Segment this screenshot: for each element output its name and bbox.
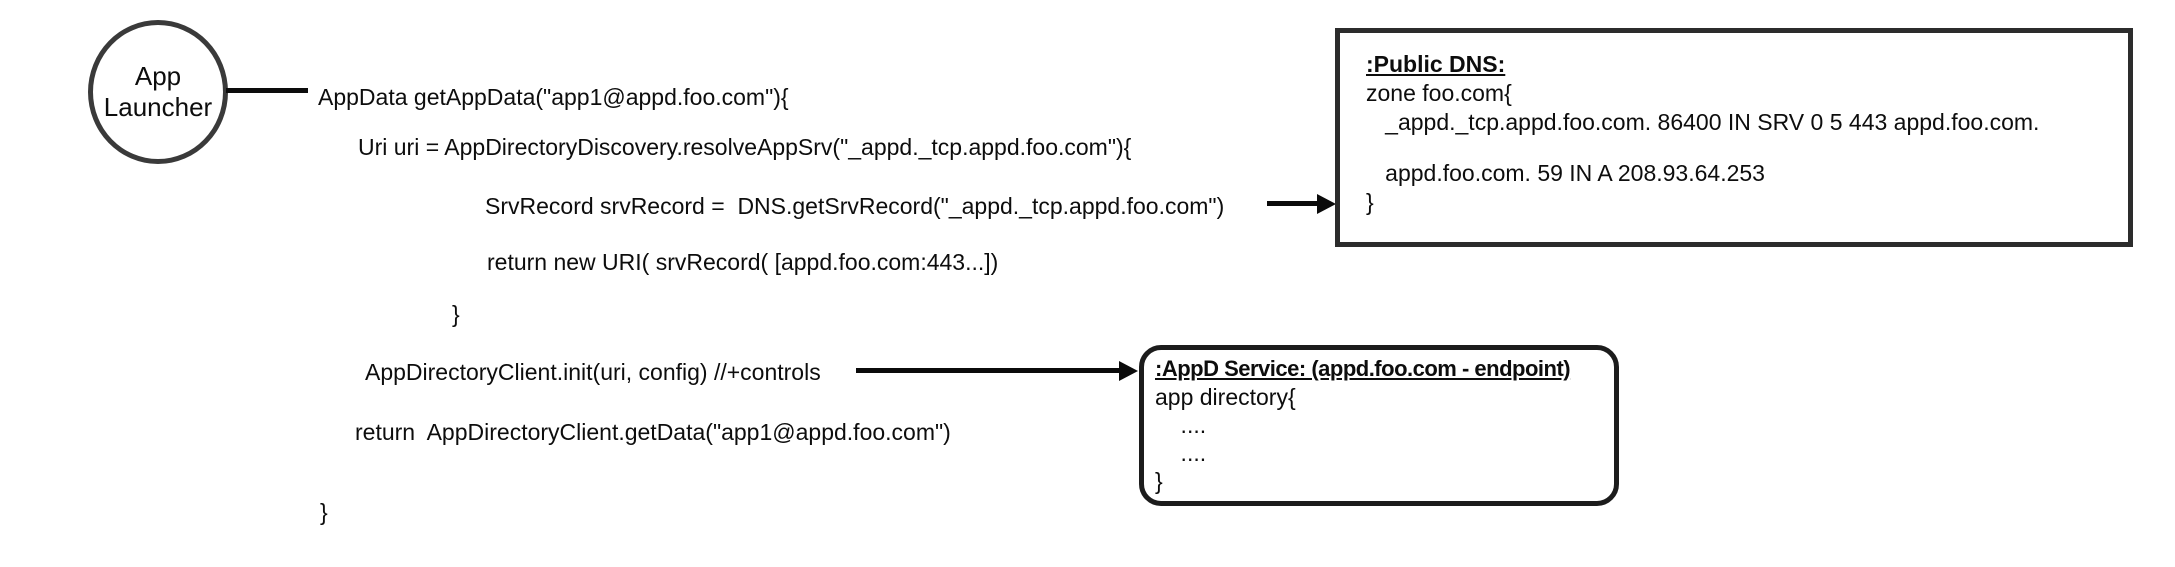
arrow-shaft (856, 368, 1122, 373)
public-dns-title: :Public DNS: (1366, 51, 1506, 77)
app-launcher-node: App Launcher (88, 20, 228, 164)
launcher-connector-line (226, 88, 308, 93)
dns-a-record-line: appd.foo.com. 59 IN A 208.93.64.253 (1366, 160, 1765, 186)
appd-dots-line: .... (1155, 412, 1207, 438)
arrow-shaft (1267, 201, 1320, 206)
arrow-head-icon (1119, 361, 1138, 381)
appd-service-box: :AppD Service: (appd.foo.com - endpoint)… (1139, 345, 1619, 506)
appd-dots-line: .... (1155, 440, 1207, 466)
code-line-return-uri: return new URI( srvRecord( [appd.foo.com… (487, 249, 999, 275)
arrow-head-icon (1317, 194, 1336, 214)
appd-closing-brace: } (1155, 468, 1163, 494)
code-line-client-init: AppDirectoryClient.init(uri, config) //+… (365, 359, 821, 385)
code-line-getappdata: AppData getAppData("app1@appd.foo.com"){ (318, 84, 789, 110)
arrow-to-public-dns (1267, 194, 1337, 214)
code-line-return-getdata: return AppDirectoryClient.getData("app1@… (355, 419, 951, 445)
app-launcher-label: App Launcher (103, 61, 213, 122)
code-line-outer-closing-brace: } (320, 499, 328, 525)
appd-directory-line: app directory{ (1155, 384, 1296, 410)
code-line-getsrvrecord: SrvRecord srvRecord = DNS.getSrvRecord("… (485, 193, 1225, 219)
appd-service-title: :AppD Service: (appd.foo.com - endpoint) (1155, 356, 1571, 381)
dns-closing-brace: } (1366, 189, 1374, 215)
arrow-to-appd-service (856, 361, 1139, 381)
code-line-inner-closing-brace: } (452, 301, 460, 327)
public-dns-box: :Public DNS: zone foo.com{ _appd._tcp.ap… (1335, 28, 2133, 247)
dns-srv-record-line: _appd._tcp.appd.foo.com. 86400 IN SRV 0 … (1366, 109, 2040, 135)
code-line-resolveappsrv: Uri uri = AppDirectoryDiscovery.resolveA… (358, 134, 1132, 160)
dns-zone-line: zone foo.com{ (1366, 80, 1512, 106)
